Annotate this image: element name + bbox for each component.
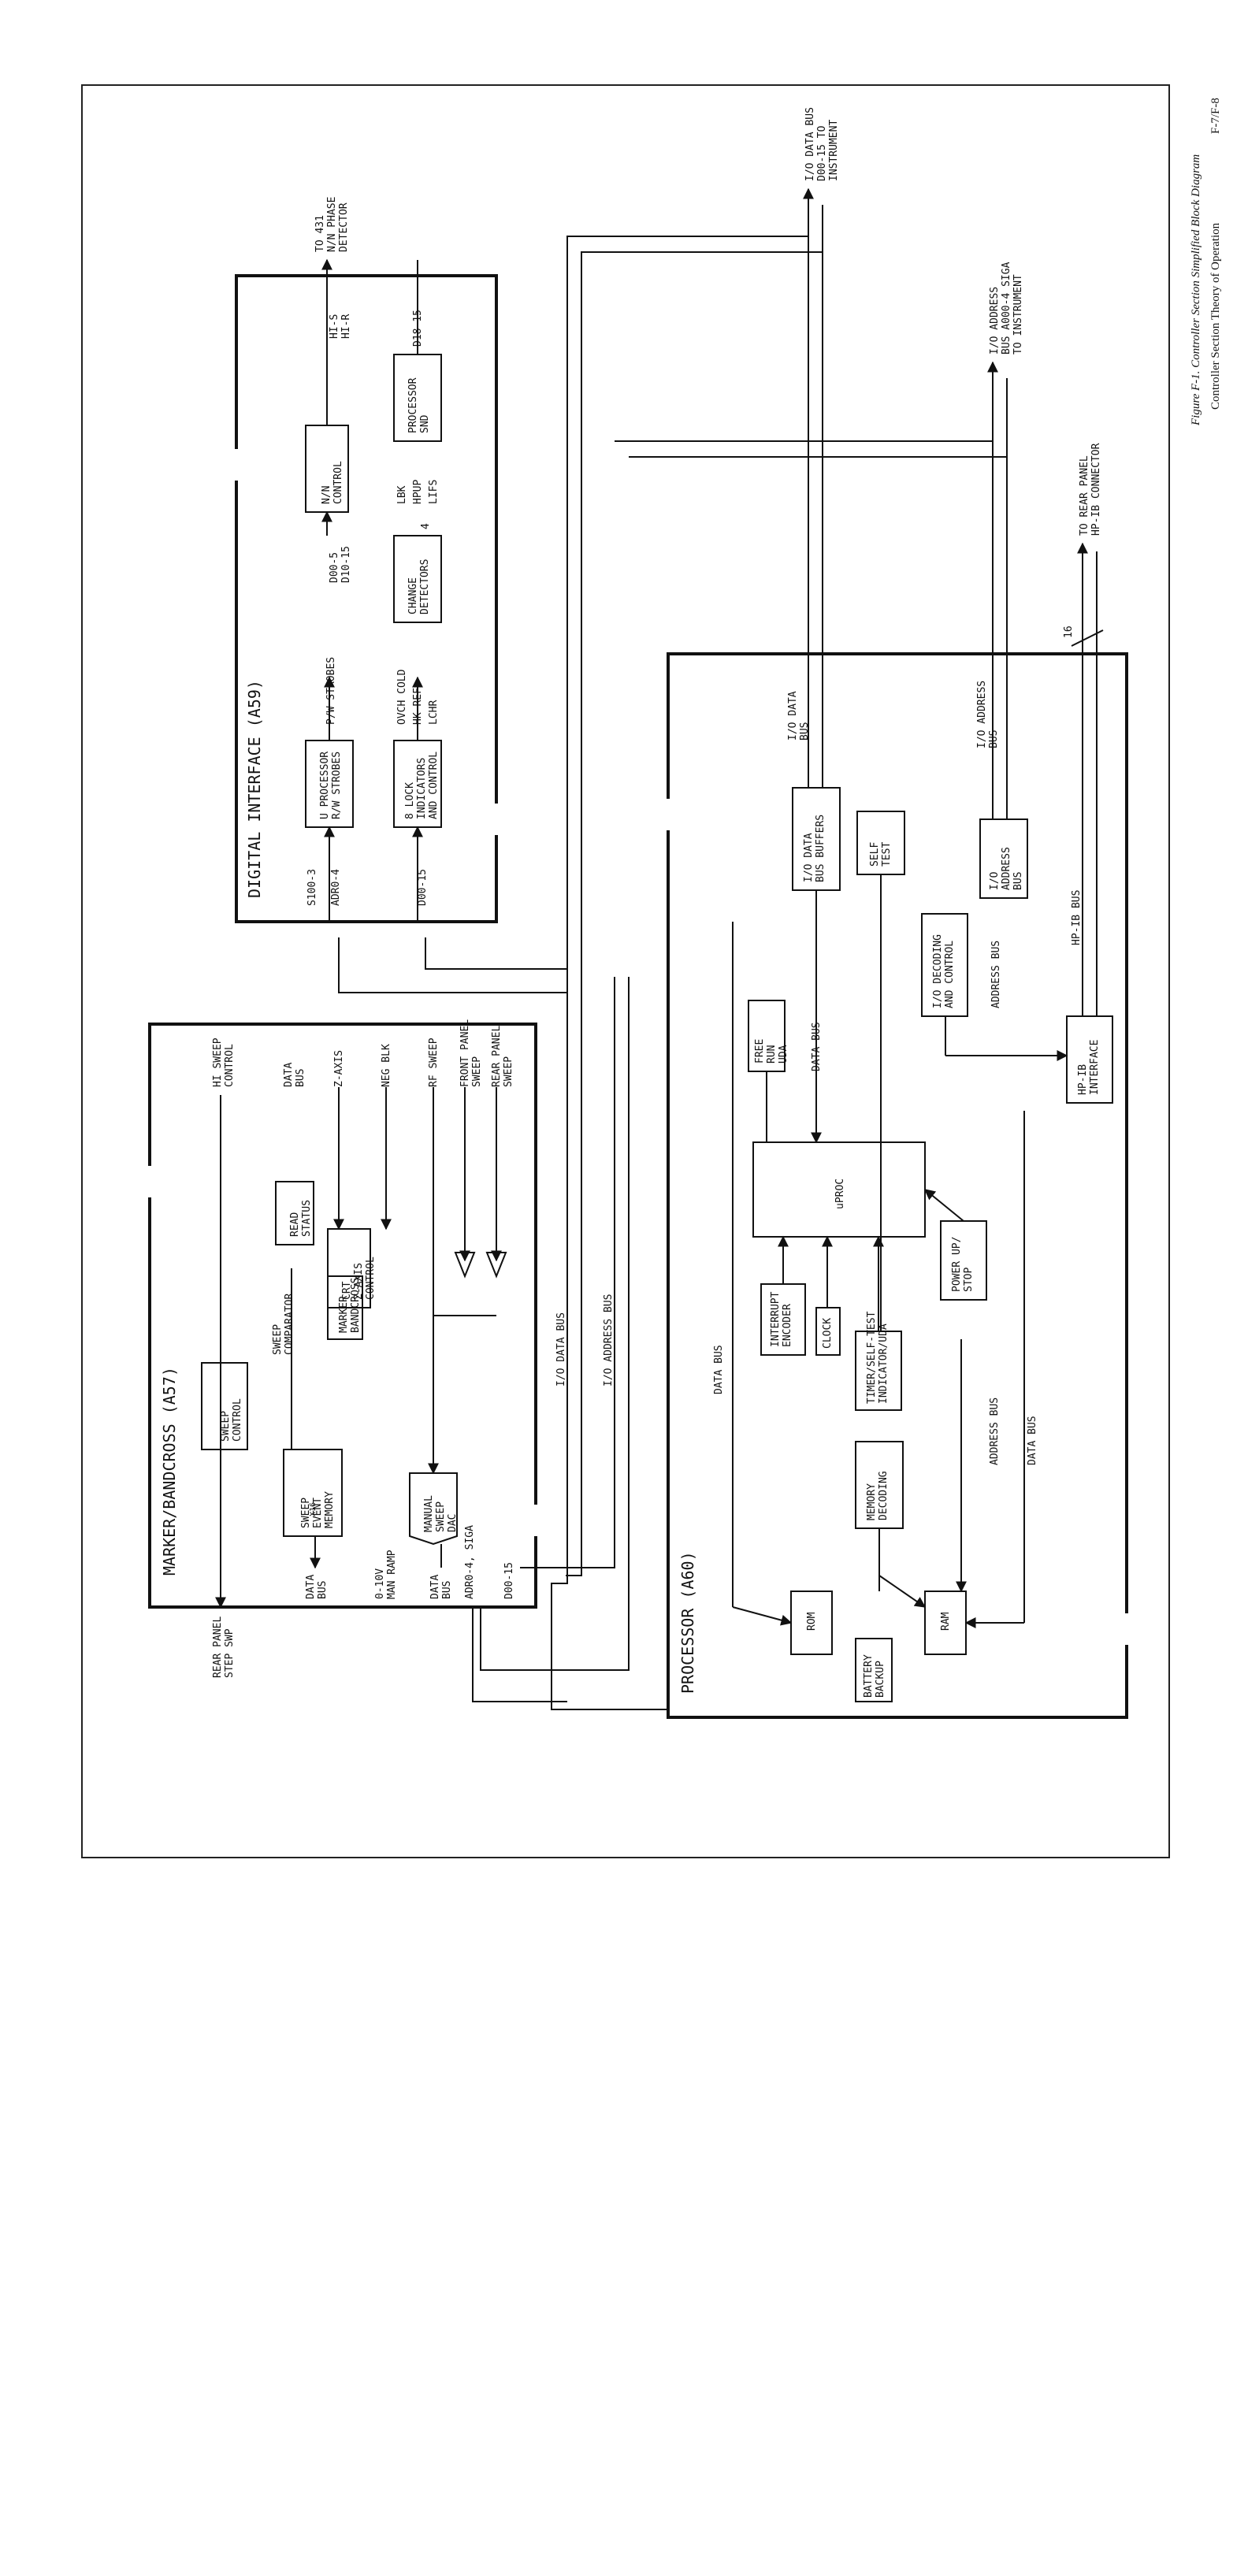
label-data-bus-dac: DATABUS: [429, 1575, 453, 1599]
label-rear-panel-step: REAR PANELSTEP SWP: [212, 1616, 236, 1678]
label-free-run-uda: FREERUNUDA: [754, 1039, 789, 1063]
label-io-data-bus-main: I/O DATA BUS: [555, 1312, 567, 1386]
marker-section-box: [148, 1023, 537, 1609]
label-d00-15-digital: D00-15: [417, 869, 429, 906]
label-adr0-4: ADR0-4: [330, 869, 342, 906]
label-d00-15-marker: D00-15: [503, 1562, 515, 1599]
label-io-address-bus-main: I/O ADDRESS BUS: [603, 1294, 615, 1386]
label-sweep-event-memory: SWEEPEVENTMEMORY: [300, 1491, 336, 1528]
label-interrupt-encoder: INTERRUPTENCODER: [770, 1291, 793, 1347]
label-z-axis: Z-AXIS: [333, 1050, 345, 1087]
label-u-processor-strobes: U PROCESSORR/W STROBES: [319, 752, 343, 819]
label-ram: RAM: [940, 1612, 952, 1631]
label-processor-snd: PROCESSORSND: [407, 377, 431, 433]
label-sixteen: 16: [1063, 625, 1075, 638]
label-d00-d10: D00-5D10-15: [329, 546, 352, 583]
figure-caption: Figure F-1. Controller Section Simplifie…: [1190, 98, 1222, 426]
read-status-box: [275, 1181, 314, 1245]
sweep-control-box: [201, 1362, 248, 1450]
label-data-bus-out: DATABUS: [283, 1063, 306, 1087]
label-io-data-bus-ext: I/O DATA BUSD00-15 TOINSTRUMENT: [804, 107, 840, 181]
label-hpup: HPUP: [412, 480, 424, 504]
marker-bandcross-box: [327, 1275, 363, 1340]
label-to-431: TO 431N/N PHASEDETECTOR: [314, 197, 350, 252]
label-address-bus: ADDRESS BUS: [990, 941, 1002, 1008]
label-data-bus-left: DATA BUS: [713, 1345, 725, 1394]
label-io-addr-bus-ext: I/O ADDRESSBUS A000-4 SIGATO INSTRUMENT: [989, 262, 1024, 354]
label-hk-ref: HK REF: [412, 688, 424, 725]
label-lifs: LIFS: [428, 480, 440, 504]
digital-section-title: DIGITAL INTERFACE (A59): [245, 680, 264, 898]
label-sweep-control: SWEEPCONTROL: [220, 1398, 243, 1442]
label-zero-ten-v: 0-10VMAN RAMP: [374, 1550, 398, 1599]
label-to-rear-panel: TO REAR PANELHP-IB CONNECTOR: [1079, 443, 1102, 536]
figure-caption-section: Controller Section Theory of Operation: [1209, 222, 1222, 410]
io-address-bus-box: [979, 818, 1028, 899]
label-io-address-bus-box: I/OADDRESSBUS: [989, 847, 1024, 890]
label-ovch-cold: OVCH COLD: [396, 669, 408, 725]
label-lchr: LCHR: [428, 700, 440, 725]
label-read-status: READSTATUS: [289, 1200, 313, 1237]
label-change-detectors: CHANGEDETECTORS: [407, 559, 431, 614]
label-rear-panel-sweep: REAR PANELSWEEP: [491, 1026, 514, 1087]
label-x16: X16: [309, 1502, 318, 1516]
processor-section-title: PROCESSOR (A60): [678, 1551, 697, 1694]
page-frame: [81, 84, 1170, 1858]
label-pw-strobes: P/W STROBES: [325, 657, 337, 725]
label-rf-sweep: RF SWEEP: [428, 1037, 440, 1087]
label-io-data-bus-buffers: I/O DATABUS BUFFERS: [803, 815, 826, 882]
label-addr-sig: ADR0-4, SIGA: [464, 1525, 476, 1599]
label-four: 4: [420, 523, 432, 529]
label-data-bus-in: DATABUS: [305, 1575, 329, 1599]
processor-section-box: [667, 652, 1128, 1719]
label-uproc: uPROC: [834, 1179, 846, 1209]
label-data-bus-right: DATA BUS: [1027, 1416, 1038, 1465]
io-data-bus-path: [551, 961, 668, 1710]
change-detectors-box: [393, 535, 442, 623]
label-sweep-comparator: SWEEPCOMPARATOR: [272, 1294, 295, 1355]
figure-caption-title: Figure F-1. Controller Section Simplifie…: [1190, 154, 1202, 426]
label-data-bus: DATA BUS: [811, 1022, 823, 1071]
label-power-up: POWER UP/STOP: [951, 1237, 975, 1292]
label-nn-control: N/NCONTROL: [321, 461, 344, 504]
io-address-bus-path: [520, 977, 615, 1568]
digital-section-box: [235, 274, 498, 923]
label-d18-15: D18-15: [412, 310, 424, 347]
label-memory-decoding: MEMORYDECODING: [866, 1471, 890, 1520]
label-neg-blk: NEG BLK: [381, 1044, 392, 1087]
label-self-test: SELFTEST: [869, 842, 893, 867]
crt-z-axis-box: [327, 1228, 371, 1308]
marker-section-title: MARKER/BANDCROSS (A57): [160, 1367, 179, 1576]
label-unlock-indicators: 8 LOCKINDICATORSAND CONTROL: [404, 752, 440, 819]
label-battery-backup: BATTERYBACKUP: [863, 1654, 886, 1698]
label-hi-sweep-control: HI SWEEPCONTROL: [212, 1037, 236, 1087]
label-io-decoding: I/O DECODINGAND CONTROL: [932, 934, 956, 1008]
label-hpib-bus: HP-IB BUS: [1071, 890, 1083, 945]
label-crt-z-axis: CRTZ-AXISCONTROL: [341, 1256, 377, 1300]
label-clock: CLOCK: [822, 1318, 834, 1349]
label-io-address-bus: I/O ADDRESSBUS: [976, 681, 1000, 748]
sweep-event-memory-box: [283, 1449, 343, 1537]
label-rom: ROM: [806, 1612, 818, 1631]
manual-sweep-dac-box: [409, 1472, 458, 1546]
label-front-panel-sweep: FRONT PANELSWEEP: [459, 1019, 483, 1087]
label-address-bus-right: ADDRESS BUS: [989, 1397, 1001, 1465]
label-hpib-interface: HP-IBINTERFACE: [1077, 1040, 1101, 1095]
label-marker-bandcross: MARKERBANDCROSS: [338, 1278, 362, 1333]
label-hi-lines: HI-SHI-R: [329, 314, 352, 339]
battery-backup-box: [855, 1638, 893, 1702]
label-manual-sweep-dac: MANUALSWEEPDAC: [423, 1495, 459, 1532]
label-io-data-bus: I/O DATABUS: [787, 691, 811, 741]
label-s100-3: S100-3: [306, 869, 318, 906]
figure-caption-page: F-7/F-8: [1209, 98, 1222, 134]
label-lbk: LBK: [396, 485, 408, 504]
label-timer: TIMER/SELF-TESTINDICATOR/UDA: [866, 1311, 890, 1404]
